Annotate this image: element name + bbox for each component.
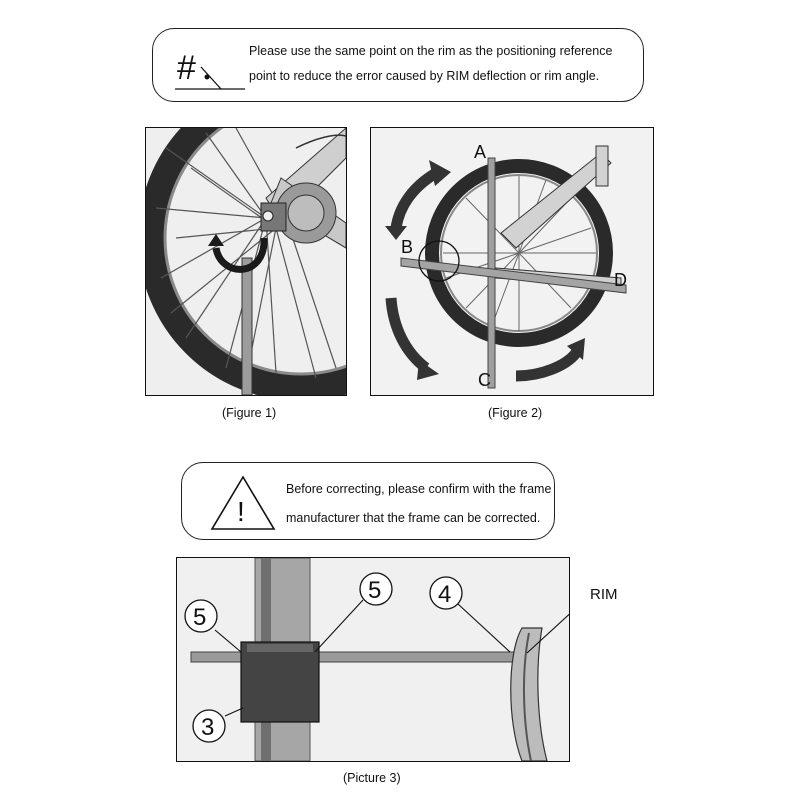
callout-5-middle: 5 [360,573,392,605]
note-hash-icon: # [163,37,253,97]
figure-2-caption: (Figure 2) [488,406,542,420]
reference-note-box: # Please use the same point on the rim a… [152,28,644,102]
warning-line-2: manufacturer that the frame can be corre… [286,505,540,531]
warning-exclamation-symbol: ! [237,496,245,527]
figure-1-caption: (Figure 1) [222,406,276,420]
figure-1-image [145,127,347,396]
picture-3-caption: (Picture 3) [343,771,401,785]
callout-4: 4 [430,577,462,609]
warning-triangle-icon: ! [208,473,278,533]
figure-2-label-d: D [614,270,627,290]
picture-3-illustration: 5 5 4 3 RIM [177,558,569,761]
figure-2-label-b: B [401,237,413,257]
picture-3-image: 5 5 4 3 RIM [176,557,570,762]
note-hash-symbol: # [177,49,196,87]
figure-2-illustration: A B C D [371,128,653,395]
rim-label-outside: RIM [590,586,618,603]
callout-4-number: 4 [438,581,451,608]
callout-3: 3 [193,710,225,742]
note-line-1: Please use the same point on the rim as … [249,38,612,64]
figure-2-label-a: A [474,142,486,162]
figure-2-label-c: C [478,370,491,390]
callout-5-middle-number: 5 [368,577,381,604]
warning-note-box: ! Before correcting, please confirm with… [181,462,555,540]
figure-1-illustration [146,128,346,395]
callout-5-left: 5 [185,600,217,632]
note-line-2: point to reduce the error caused by RIM … [249,63,599,89]
callout-3-number: 3 [201,714,214,741]
figure-2-image: A B C D [370,127,654,396]
callout-5-left-number: 5 [193,604,206,631]
warning-line-1: Before correcting, please confirm with t… [286,476,551,502]
